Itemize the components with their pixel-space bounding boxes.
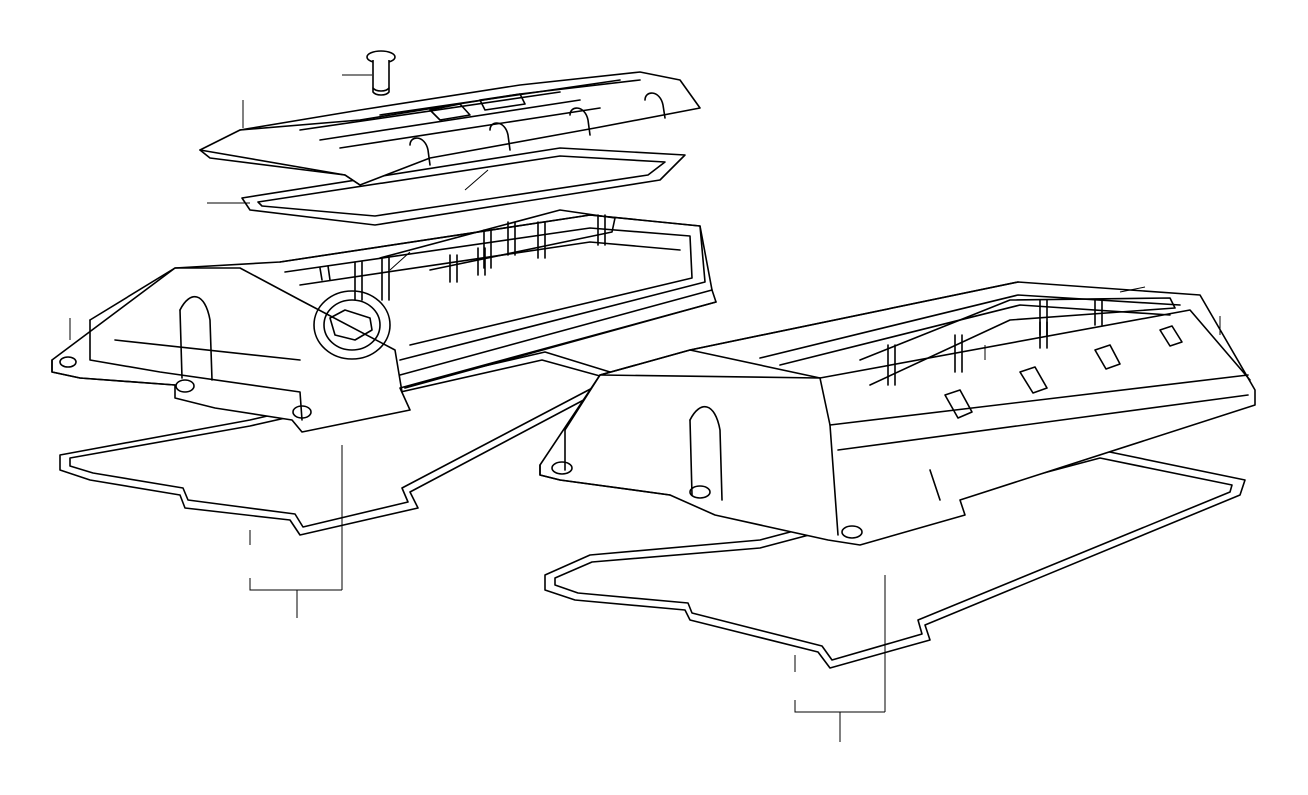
left-head-cover	[51, 209, 717, 433]
left-lower-gasket	[59, 351, 613, 536]
left-upper-gasket	[241, 147, 686, 226]
left-studs	[319, 214, 606, 301]
right-head-cover	[539, 281, 1256, 546]
left-leader-lines	[69, 74, 489, 618]
right-leader-lines	[794, 286, 1221, 742]
left-trim-cover	[199, 71, 701, 186]
left-top-bolt	[366, 50, 396, 96]
